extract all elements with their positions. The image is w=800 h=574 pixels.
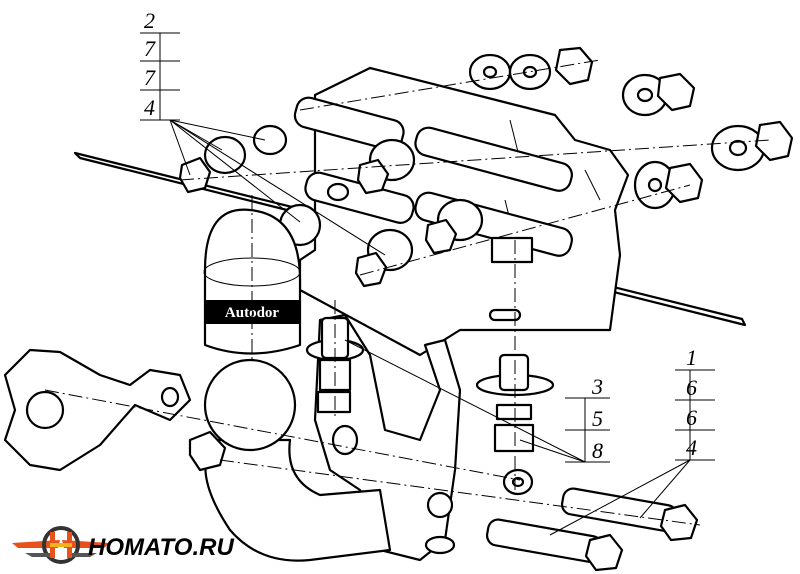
callout-middle: 3 5 8 [344,339,610,463]
lower-bolts [485,487,699,572]
callout-label: 8 [592,438,603,463]
callout-label: 4 [686,435,697,460]
ball-cap: Autodor [203,208,302,355]
callout-label: 4 [144,95,155,120]
callout-label: 6 [686,405,697,430]
callout-label: 7 [144,36,156,61]
callout-label: 5 [592,406,603,431]
callout-label: 7 [144,65,156,90]
callout-left: 2 7 7 4 [140,8,386,256]
washers-nuts-right [468,46,794,210]
socket-bracket [3,348,192,472]
cap-label: Autodor [225,305,280,321]
brand-logo: HOMATO.RU [12,526,234,564]
hitch-ball-neck [204,438,392,562]
hitch-ball [203,358,297,452]
callout-label: 1 [686,345,697,370]
callout-right: 1 6 6 4 [549,345,715,536]
hitch-body [313,313,462,562]
centre-lines [44,59,771,526]
brand-name: HOMATO.RU [88,534,234,561]
callout-label: 2 [144,8,155,33]
washers-bolts-left [178,124,534,288]
callout-label: 3 [591,374,603,399]
callout-label: 6 [686,375,697,400]
